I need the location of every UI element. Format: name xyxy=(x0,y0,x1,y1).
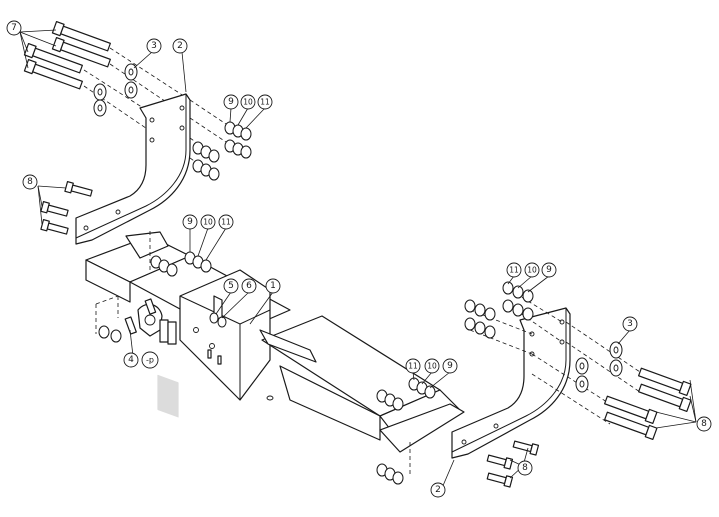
callout-7-right: 8 xyxy=(696,416,712,432)
callout-11-lower: 11 xyxy=(405,358,421,374)
callout-10-mid: 10 xyxy=(200,214,216,230)
callout-11-upper: 11 xyxy=(257,94,273,110)
svg-text:-p: -p xyxy=(146,356,154,365)
svg-text:11: 11 xyxy=(260,98,270,107)
svg-text:9: 9 xyxy=(546,265,552,275)
fastener-row-right-upper-1 xyxy=(502,281,534,303)
svg-text:8: 8 xyxy=(701,419,707,429)
svg-text:5: 5 xyxy=(228,281,234,291)
callout-9-lower: 9 xyxy=(442,358,458,374)
fastener-row-upper-2 xyxy=(224,139,252,159)
bolt-group-8-right xyxy=(486,440,540,488)
fastener-row-bottom xyxy=(376,463,404,485)
fastener-row-right-mid-2 xyxy=(464,317,496,339)
fastener-row-right-mid-1 xyxy=(464,299,496,321)
svg-text:9: 9 xyxy=(187,217,193,227)
fastener-row-lower-right-1 xyxy=(376,389,404,411)
fastener-row-upper-4 xyxy=(192,159,220,181)
fastener-row-upper-1 xyxy=(224,121,252,141)
leader-lines xyxy=(19,29,697,489)
svg-text:11: 11 xyxy=(408,362,418,371)
svg-text:11: 11 xyxy=(221,218,231,227)
fastener-row-mid-1 xyxy=(150,255,178,277)
callout-9-right: 9 xyxy=(541,262,557,278)
callout-bubbles: 7 3 2 9 10 11 8 9 10 11 5 6 1 4 -p 11 10… xyxy=(6,20,712,498)
callout-11-right: 11 xyxy=(506,262,522,278)
fastener-row-upper-3 xyxy=(192,141,220,163)
washer-group-3-right xyxy=(575,341,623,393)
svg-text:8: 8 xyxy=(27,177,33,187)
main-crossbar xyxy=(85,231,465,453)
svg-text:3: 3 xyxy=(627,319,633,329)
callout-4-p: -p xyxy=(141,351,159,369)
hitch-ball-plate xyxy=(124,298,179,418)
callout-6: 6 xyxy=(241,278,257,294)
callout-8-left: 8 xyxy=(22,174,38,190)
svg-text:2: 2 xyxy=(177,41,183,51)
callout-11-mid: 11 xyxy=(218,214,234,230)
callout-1: 1 xyxy=(265,278,281,294)
svg-text:11: 11 xyxy=(509,266,519,275)
svg-text:9: 9 xyxy=(447,361,453,371)
fastener-5-6 xyxy=(209,312,227,328)
fastener-row-lower-right-2 xyxy=(408,377,436,399)
svg-text:9: 9 xyxy=(228,97,234,107)
fastener-row-right-upper-2 xyxy=(502,299,534,321)
svg-text:4: 4 xyxy=(128,355,134,365)
callout-3-right: 3 xyxy=(622,316,638,332)
bracket-left xyxy=(75,93,191,245)
callout-2-right: 2 xyxy=(430,482,446,498)
svg-text:3: 3 xyxy=(151,41,157,51)
callout-2-left: 2 xyxy=(172,38,188,54)
svg-text:10: 10 xyxy=(427,362,437,371)
svg-text:1: 1 xyxy=(270,281,276,291)
callout-10-lower: 10 xyxy=(424,358,440,374)
svg-text:2: 2 xyxy=(435,485,441,495)
callout-8-right: 8 xyxy=(517,460,533,476)
svg-text:10: 10 xyxy=(527,266,537,275)
svg-text:8: 8 xyxy=(522,463,528,473)
bolt-group-8-left xyxy=(40,181,93,235)
svg-text:10: 10 xyxy=(203,218,213,227)
callout-10-upper: 10 xyxy=(240,94,256,110)
washer-group-3-left xyxy=(93,63,138,117)
svg-text:7: 7 xyxy=(11,23,17,33)
bolt-group-7-left xyxy=(23,21,111,90)
bolt-group-7-right xyxy=(604,367,692,441)
callout-7-left: 7 xyxy=(6,20,22,36)
callout-9-upper: 9 xyxy=(223,94,239,110)
callout-4: 4 xyxy=(123,352,139,368)
svg-text:10: 10 xyxy=(243,98,253,107)
bracket-right xyxy=(451,307,571,459)
callout-9-mid: 9 xyxy=(182,214,198,230)
fastener-pair-lower-left xyxy=(98,325,122,343)
callout-10-right: 10 xyxy=(524,262,540,278)
callout-3-left: 3 xyxy=(146,38,162,54)
svg-text:6: 6 xyxy=(246,281,252,291)
callout-5: 5 xyxy=(223,278,239,294)
